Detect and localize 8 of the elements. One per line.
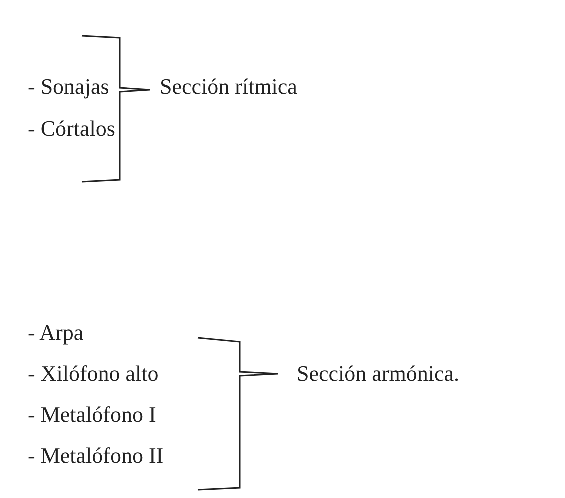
list-item: - Xilófono alto (28, 361, 159, 387)
section-label: Sección armónica. (297, 361, 460, 387)
section-label: Sección rítmica (160, 74, 298, 100)
list-item: - Metalófono I (28, 402, 156, 428)
list-item: - Córtalos (28, 116, 116, 142)
list-item: - Arpa (28, 320, 84, 346)
list-item: - Sonajas (28, 74, 110, 100)
list-item: - Metalófono II (28, 443, 164, 469)
